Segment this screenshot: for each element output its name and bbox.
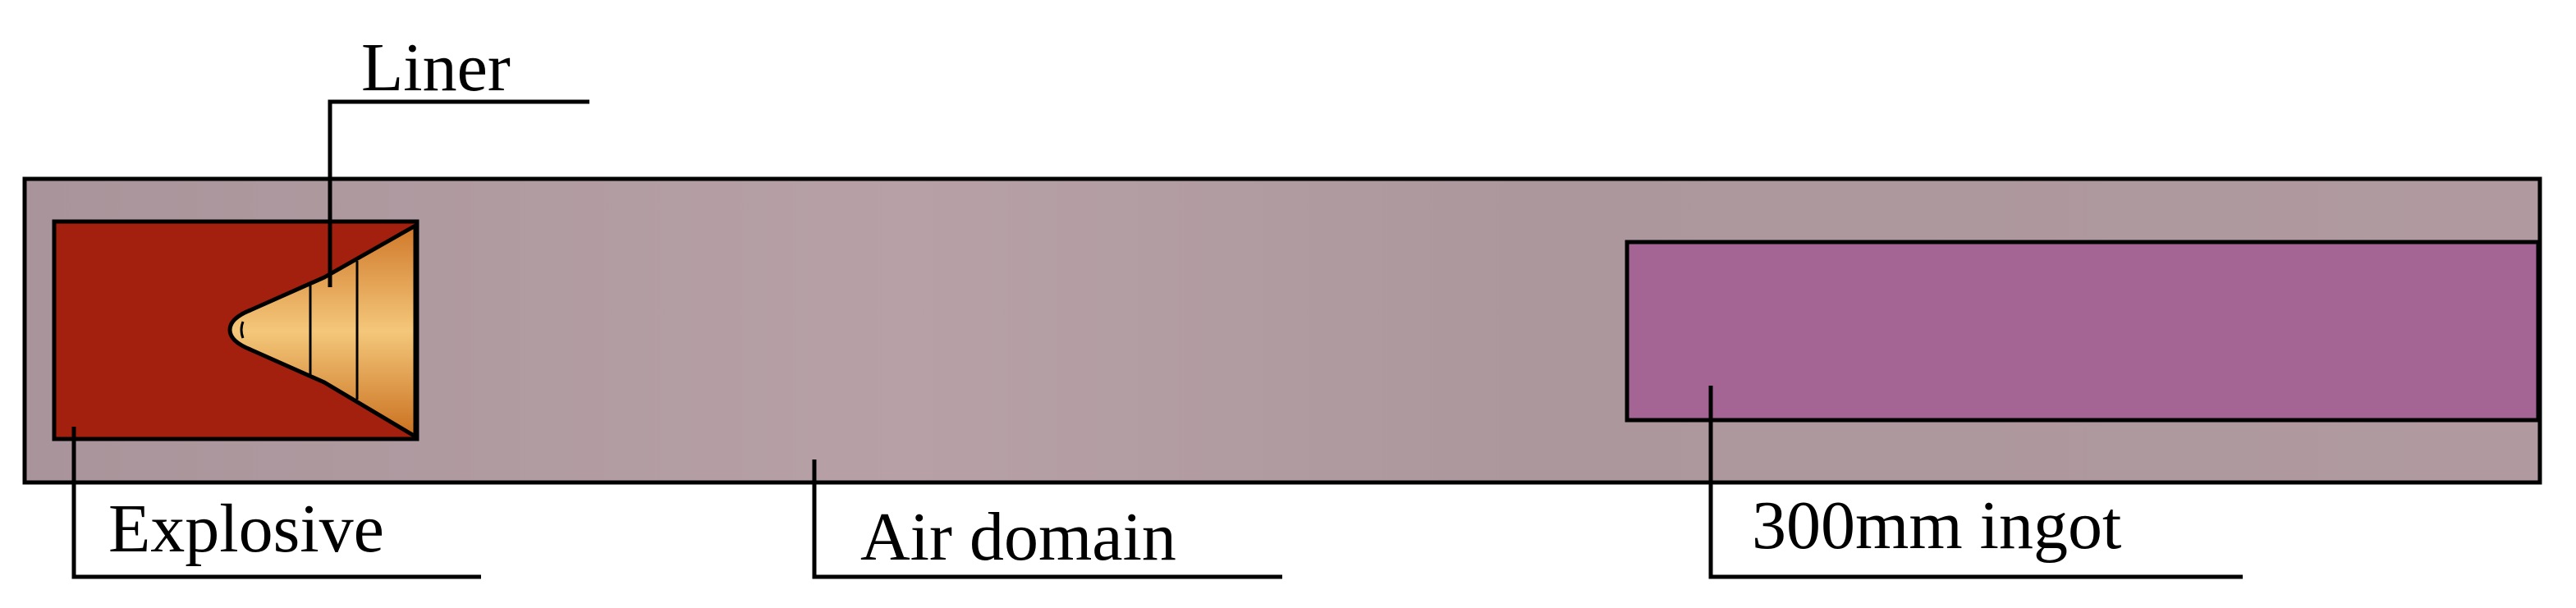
liner-inner-outline — [240, 321, 245, 339]
ingot-leader-line — [1708, 386, 2243, 579]
liner-label: Liner — [361, 30, 511, 106]
liner-region — [227, 222, 418, 441]
ingot-region — [1625, 240, 2541, 423]
explosive-label: Explosive — [108, 491, 384, 567]
air-domain-label: Air domain — [860, 499, 1176, 575]
air-domain-leader-line — [812, 459, 1282, 579]
explosive-leader-line — [71, 427, 481, 579]
liner-leader-line — [328, 99, 589, 287]
ingot-label: 300mm ingot — [1752, 487, 2121, 564]
